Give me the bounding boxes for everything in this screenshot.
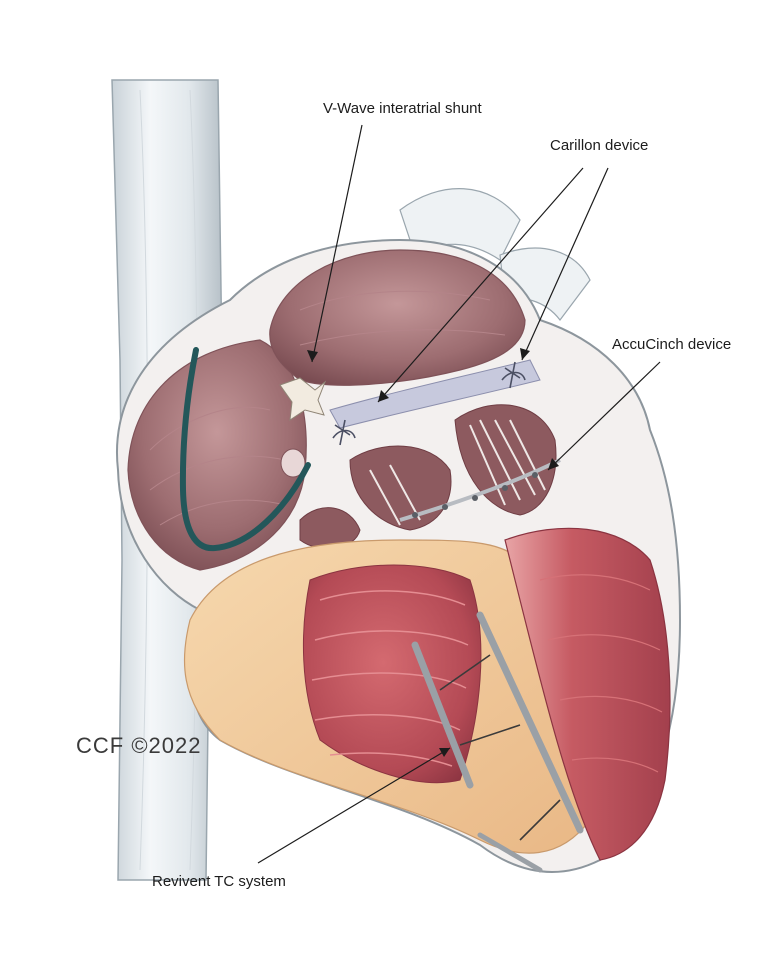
label-accucinch-device: AccuCinch device xyxy=(612,336,732,353)
carillon-leader-1 xyxy=(377,167,584,403)
accucinch-leader xyxy=(547,361,661,471)
copyright: CCF ©2022 xyxy=(76,733,202,758)
carillon-anchors xyxy=(332,361,526,446)
left-atrium xyxy=(269,249,526,386)
accucinch-device xyxy=(399,458,561,522)
ventricle-exterior xyxy=(183,539,591,854)
revivent-leader xyxy=(257,747,451,864)
leader-lines xyxy=(257,124,661,864)
leader-arrowheads xyxy=(307,348,559,757)
catheter xyxy=(179,347,311,552)
label-vwave-shunt: V-Wave interatrial shunt xyxy=(323,100,482,117)
vwave-leader xyxy=(311,124,363,363)
label-revivent-tc-system: Revivent TC system xyxy=(152,873,286,890)
carillon-leader-2 xyxy=(521,167,609,361)
right-atrium xyxy=(127,339,307,571)
right-ventricle-wall xyxy=(504,527,671,861)
ventricle-openings xyxy=(299,404,557,550)
coronary-sinus-band xyxy=(329,359,541,429)
revivent-anchors xyxy=(411,611,584,873)
vwave-shunt-device xyxy=(279,377,327,422)
label-carillon-device: Carillon device xyxy=(550,137,649,154)
